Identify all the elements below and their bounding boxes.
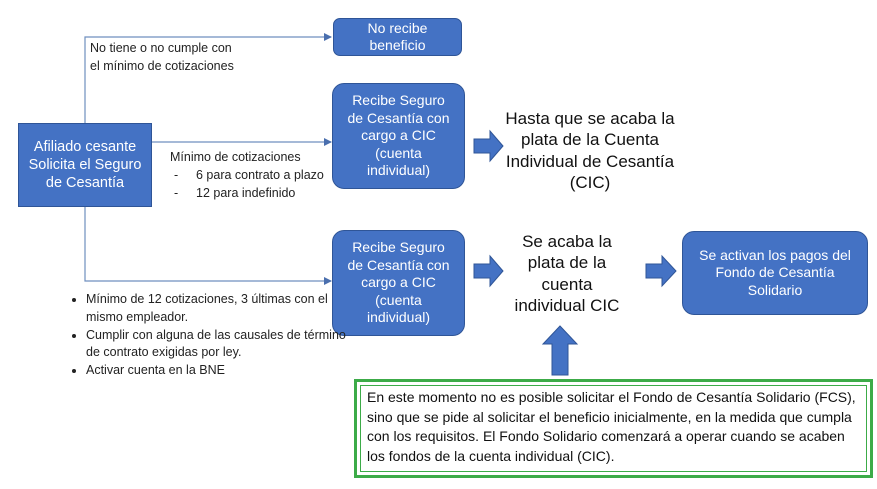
- block-arrow-right-2: [473, 254, 504, 288]
- node-fcs-line: Solidario: [747, 281, 803, 298]
- node-cic-2-line: de Cesantía con: [347, 256, 450, 273]
- node-cic-1-line: Recibe Seguro: [352, 92, 445, 109]
- node-no-benefit-line: beneficio: [369, 37, 426, 53]
- text-line: Se acaba la: [522, 232, 612, 251]
- block-arrow-up: [541, 325, 579, 376]
- list-item: Mínimo de 12 cotizaciones, 3 últimas con…: [86, 291, 348, 327]
- label-line: el mínimo de cotizaciones: [90, 59, 234, 74]
- node-cic-2-line: (cuenta: [375, 291, 422, 308]
- min-contributions-list: 6 para contrato a plazo 12 para indefini…: [170, 166, 324, 202]
- label-line: No tiene o no cumple con: [90, 41, 232, 55]
- node-cic-2: Recibe Seguro de Cesantía con cargo a CI…: [332, 230, 465, 336]
- node-cic-1: Recibe Seguro de Cesantía con cargo a CI…: [332, 83, 465, 189]
- note-text: En este momento no es posible solicitar …: [367, 389, 856, 464]
- label-min-contributions-title: Mínimo de cotizaciones: [170, 150, 301, 164]
- note-box: En este momento no es posible solicitar …: [354, 379, 873, 478]
- node-fcs-line: Se activan los pagos del: [699, 246, 851, 263]
- text-line: Hasta que se acaba la: [505, 109, 675, 128]
- node-start-line: Afiliado cesante: [33, 138, 137, 155]
- block-arrow-right-1: [473, 129, 504, 163]
- list-item: 6 para contrato a plazo: [170, 166, 324, 184]
- text-line: (CIC): [569, 172, 611, 192]
- text-line: individual CIC: [514, 295, 620, 315]
- text-line: cuenta: [541, 274, 593, 294]
- text-line: plata de la Cuenta: [521, 130, 659, 150]
- node-cic-2-line: Recibe Seguro: [352, 239, 445, 256]
- node-cic-1-line: cargo a CIC: [361, 127, 436, 144]
- node-cic-1-line: de Cesantía con: [347, 109, 450, 126]
- node-cic-2-line: cargo a CIC: [361, 274, 436, 291]
- node-start-line: de Cesantía: [45, 175, 125, 192]
- text-line: plata de la: [527, 253, 607, 273]
- node-cic-2-line: individual): [366, 309, 431, 326]
- node-no-benefit-line: No recibe: [367, 19, 428, 36]
- list-item: Cumplir con alguna de las causales de té…: [86, 327, 348, 363]
- list-item-text: 12 para indefinido: [196, 186, 296, 201]
- node-cic-1-line: (cuenta: [375, 144, 422, 161]
- node-no-benefit: No recibe beneficio: [333, 18, 462, 56]
- text-line: Individual de Cesantía: [505, 151, 675, 171]
- connector-to-cic2: [84, 207, 332, 285]
- node-start-line: Solicita el Seguro: [28, 156, 142, 173]
- label-no-meet: No tiene o no cumple con el mínimo de co…: [90, 39, 234, 75]
- text-until-cic-ends: Hasta que se acaba la plata de la Cuenta…: [500, 108, 680, 193]
- list-item-text: 6 para contrato a plazo: [196, 168, 324, 183]
- requirements-list: Mínimo de 12 cotizaciones, 3 últimas con…: [66, 291, 348, 380]
- node-cic-1-line: individual): [366, 162, 431, 179]
- list-item: Activar cuenta en la BNE: [86, 362, 348, 380]
- connector-to-no-benefit: [84, 33, 332, 123]
- node-fcs: Se activan los pagos del Fondo de Cesant…: [682, 231, 868, 315]
- block-arrow-right-3: [645, 254, 677, 288]
- label-min-contributions: Mínimo de cotizaciones 6 para contrato a…: [170, 148, 324, 202]
- node-start: Afiliado cesante Solicita el Seguro de C…: [18, 123, 152, 207]
- text-cic-runs-out: Se acaba la plata de la cuenta individua…: [505, 231, 629, 316]
- node-fcs-line: Fondo de Cesantía: [715, 264, 835, 281]
- list-item: 12 para indefinido: [170, 184, 324, 202]
